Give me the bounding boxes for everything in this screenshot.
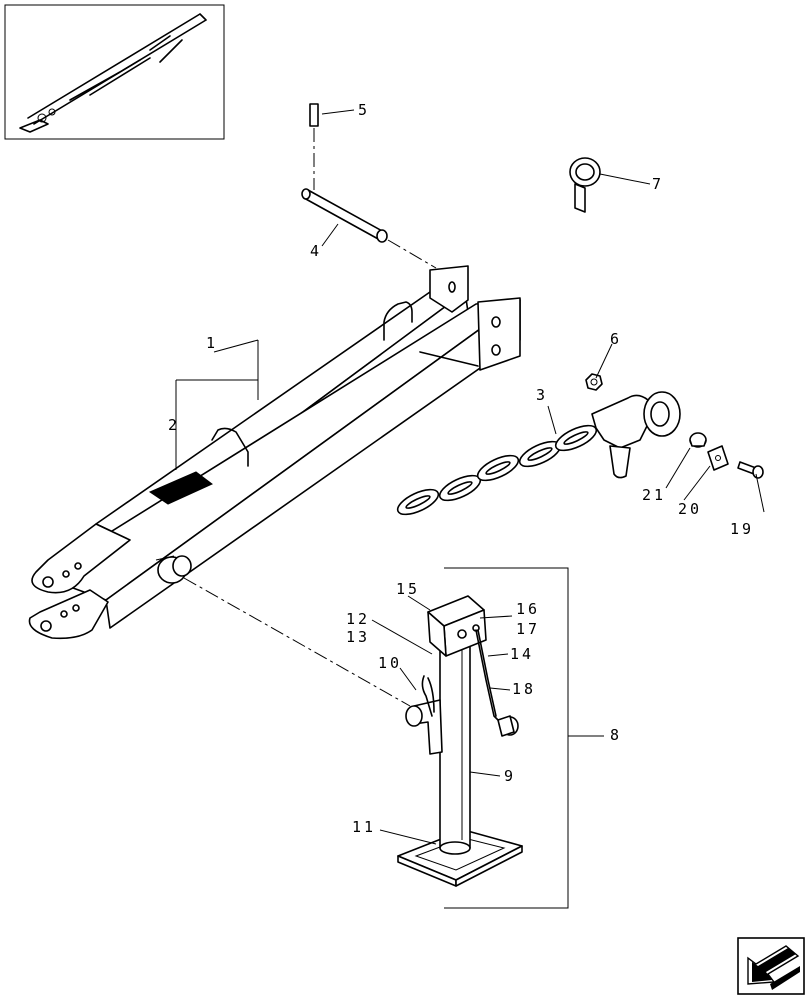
callout-21: 21: [642, 486, 666, 504]
callout-3: 3: [536, 386, 548, 404]
callout-16: 16: [516, 600, 540, 618]
callout-5: 5: [358, 101, 370, 119]
callout-4: 4: [310, 242, 322, 260]
callout-labels: 5 7 4 1 2 6 3 21 20 19 15 16 17 12 13 14…: [168, 101, 754, 836]
leader-lines: [175, 109, 765, 845]
callout-20: 20: [678, 500, 702, 518]
callout-8: 8: [610, 726, 622, 744]
safety-chain-part: [396, 391, 681, 516]
pin-part: [309, 103, 319, 127]
callout-18: 18: [512, 680, 536, 698]
callout-10: 10: [378, 654, 402, 672]
next-page-arrow-icon[interactable]: [737, 937, 805, 995]
callout-19: 19: [730, 520, 754, 538]
callout-7: 7: [652, 175, 664, 193]
callout-11: 11: [352, 818, 376, 836]
callout-6: 6: [610, 330, 622, 348]
swivel-eye-part: [569, 157, 601, 213]
callout-12: 12: [346, 610, 370, 628]
callout-14: 14: [510, 645, 534, 663]
callout-1: 1: [206, 334, 218, 352]
hitch-pin-part: [301, 188, 388, 243]
callout-9: 9: [504, 767, 516, 785]
callout-17: 17: [516, 620, 540, 638]
jack-assembly-part: [397, 567, 569, 909]
callout-13: 13: [346, 628, 370, 646]
overview-thumbnail-icon[interactable]: [4, 4, 225, 140]
bolt-part: [737, 461, 764, 479]
washer-part: [707, 445, 729, 471]
drawbar-part: [28, 265, 521, 640]
nut-part: [585, 373, 603, 391]
callout-2: 2: [168, 416, 180, 434]
spacer-part: [689, 432, 707, 448]
callout-15: 15: [396, 580, 420, 598]
